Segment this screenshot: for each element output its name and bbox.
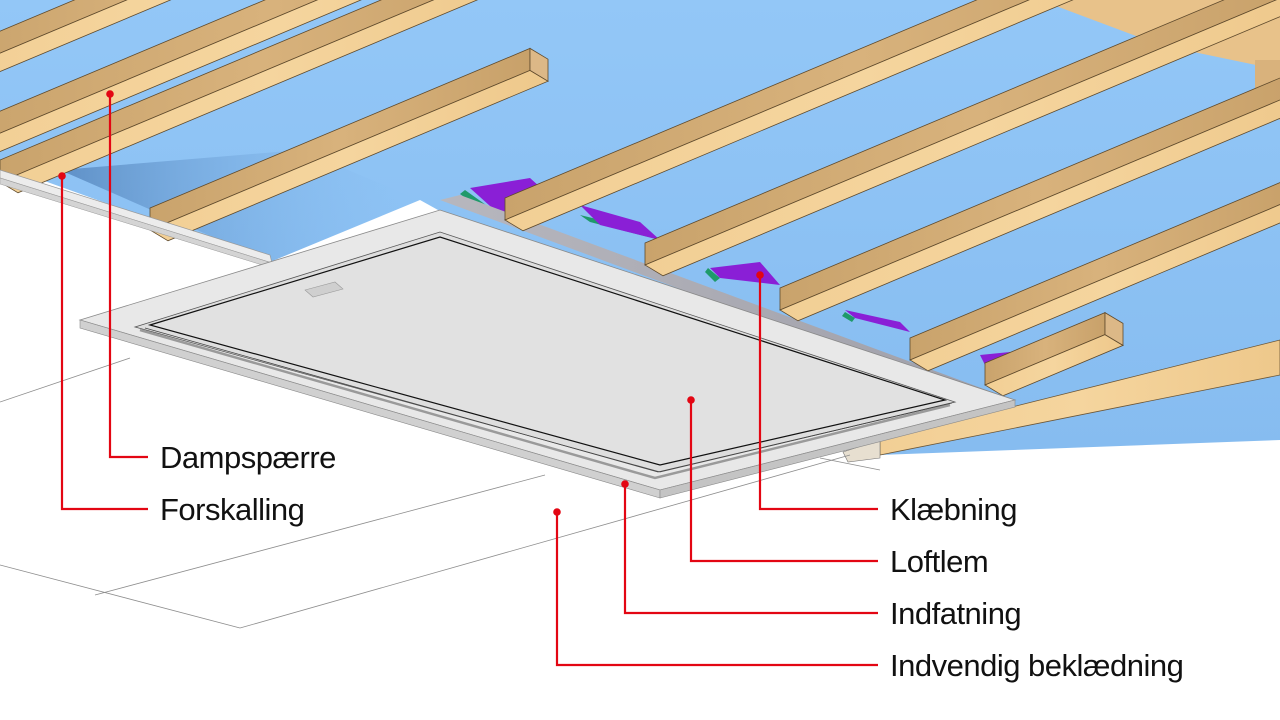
callout-line-loftlem — [689, 400, 878, 563]
label-indfatning: Indfatning — [890, 596, 1022, 631]
batten-bottom — [909, 204, 1280, 372]
label-dampspaerre: Dampspærre — [160, 440, 336, 475]
callout-dots — [58, 90, 764, 516]
batten-bottom — [0, 0, 172, 72]
label-forskalling: Forskalling — [160, 492, 305, 527]
callout-dot-loftlem — [687, 396, 695, 404]
batten-end — [1104, 311, 1124, 347]
callout-line-dampspaerre — [108, 94, 148, 459]
label-klaebning: Klæbning — [890, 492, 1017, 527]
batten-side — [909, 182, 1280, 361]
callout-dot-dampspaerre — [106, 90, 114, 98]
label-loftlem: Loftlem — [890, 544, 989, 579]
hatch-latch — [304, 281, 344, 298]
batten-bottom — [0, 0, 479, 194]
callout-line-indvendig — [555, 512, 878, 667]
callout-dot-indvendig — [553, 508, 561, 516]
label-indvendig-beklaedning: Indvendig beklædning — [890, 648, 1184, 683]
hatch-lid — [133, 231, 957, 480]
callout-lines — [60, 94, 878, 667]
batten-bottom — [779, 99, 1280, 322]
callout-line-klaebning — [758, 275, 878, 511]
battens — [0, 0, 1280, 397]
batten-bottom — [504, 0, 1074, 232]
callout-dot-klaebning — [756, 271, 764, 279]
callout-line-indfatning — [623, 484, 878, 615]
callout-dot-forskalling — [58, 172, 66, 180]
callout-dot-indfatning — [621, 480, 629, 488]
batten-side — [779, 77, 1280, 311]
callout-line-forskalling — [60, 176, 148, 511]
batten-bottom — [644, 0, 1280, 277]
bottom-batten — [842, 339, 1280, 463]
batten-end — [529, 47, 549, 82]
interior-cladding-outline — [0, 357, 881, 629]
batten-bottom — [0, 0, 362, 152]
